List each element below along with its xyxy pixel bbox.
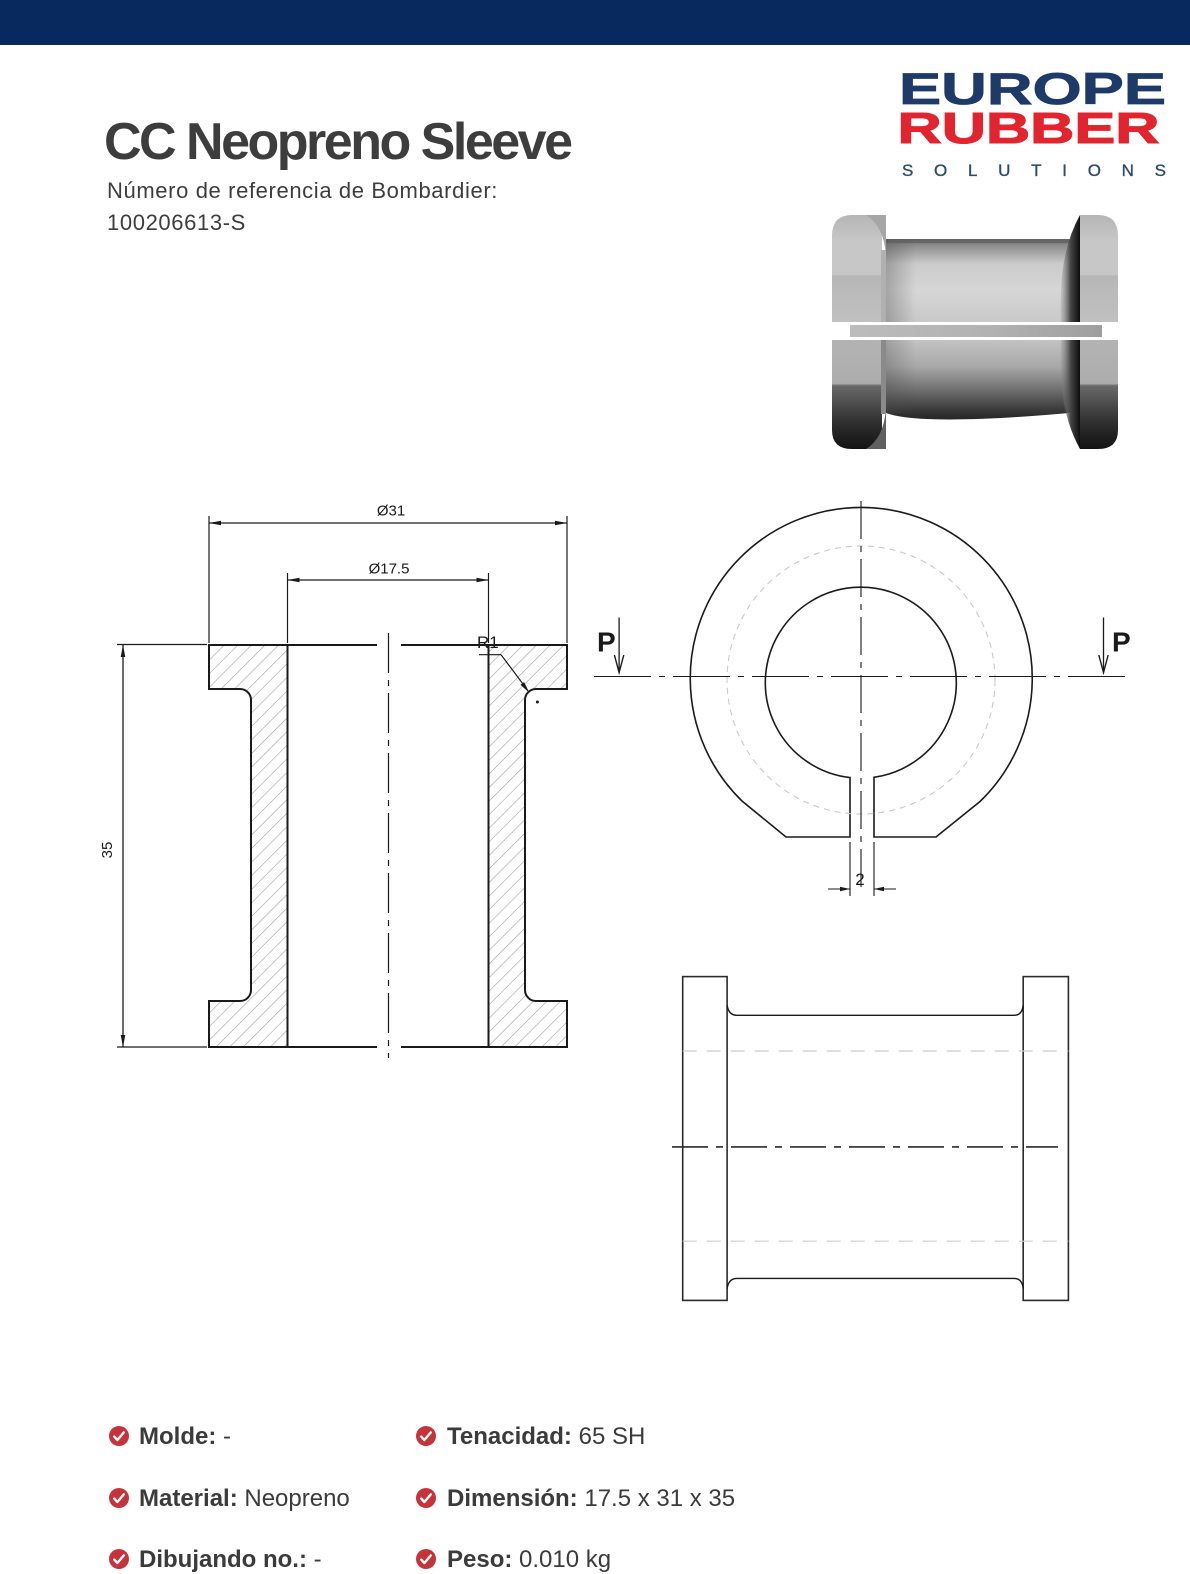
svg-text:Ø17.5: Ø17.5: [369, 561, 410, 578]
svg-text:SOLUTIONS: SOLUTIONS: [902, 161, 1166, 180]
svg-text:RUBBER: RUBBER: [898, 104, 1160, 153]
svg-text:P: P: [597, 627, 616, 658]
svg-text:2: 2: [855, 870, 864, 889]
svg-text:R1: R1: [477, 633, 499, 652]
svg-text:P: P: [1112, 627, 1131, 658]
svg-text:35: 35: [99, 842, 116, 859]
svg-text:EUROPE: EUROPE: [899, 65, 1166, 114]
svg-text:Ø31: Ø31: [377, 503, 405, 520]
